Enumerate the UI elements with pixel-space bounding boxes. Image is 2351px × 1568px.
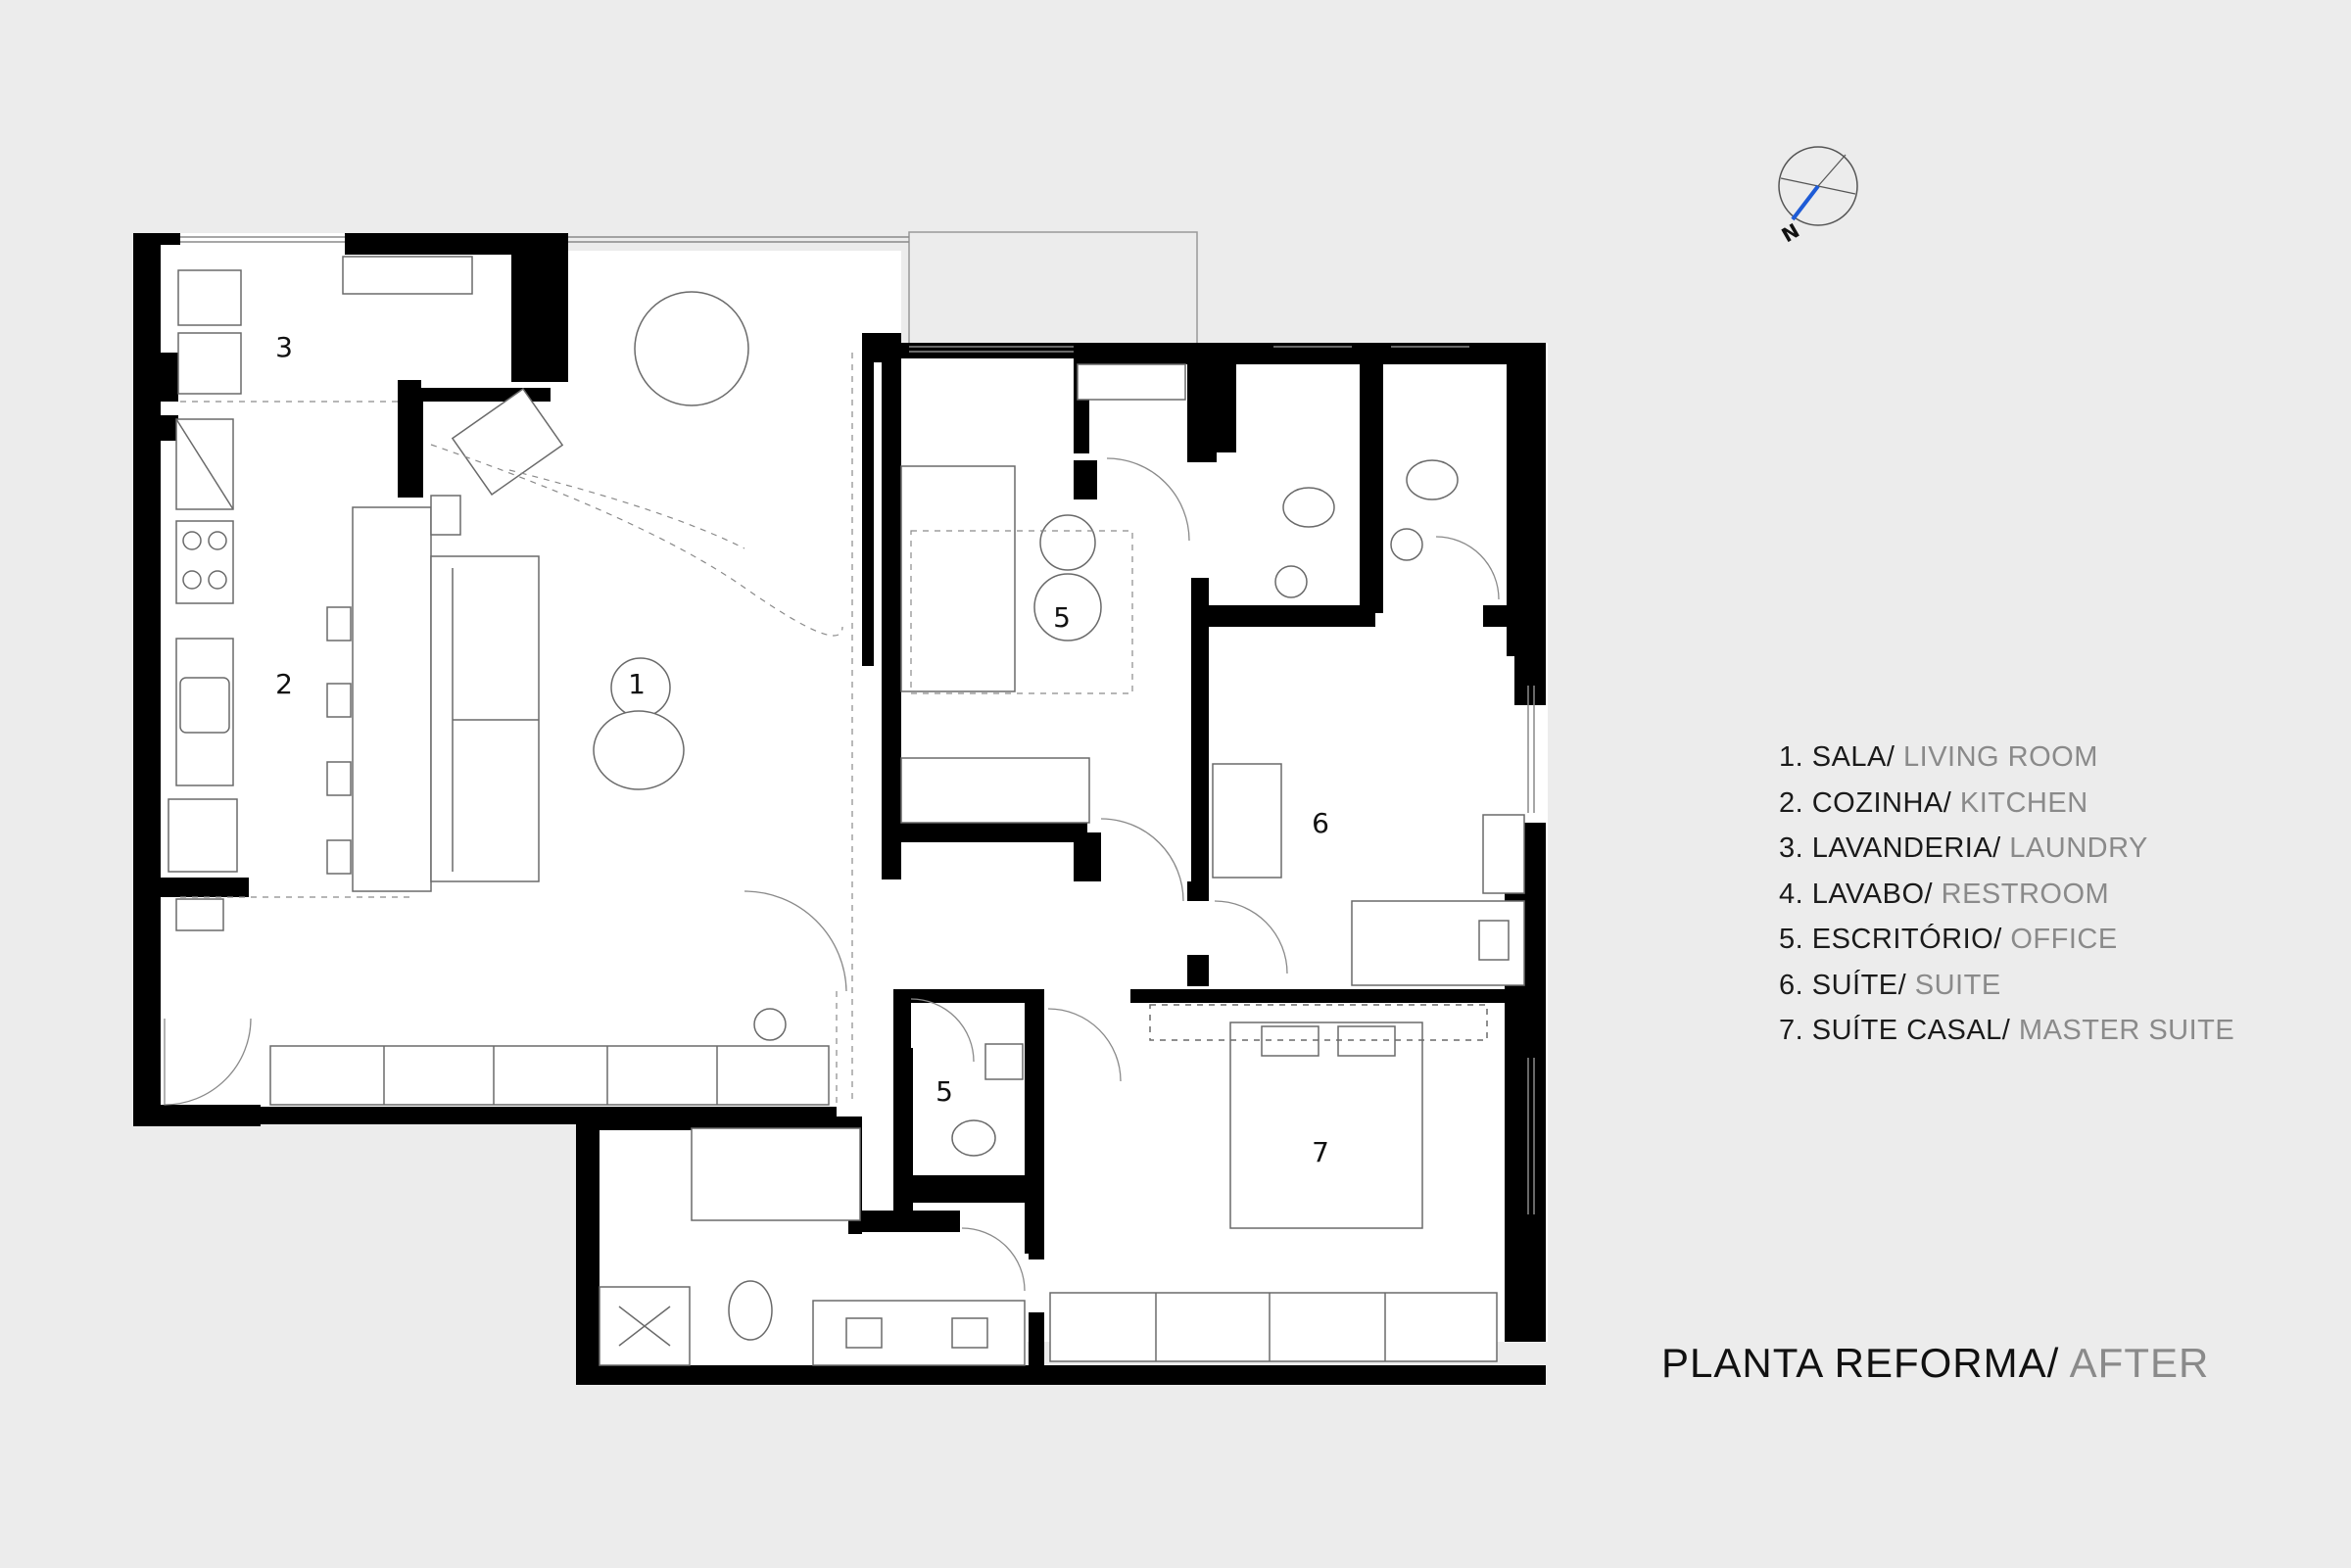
room-number-bath: 5: [936, 1075, 953, 1108]
office-rug: [910, 530, 1133, 694]
legend-item-en: KITCHEN: [1959, 786, 2088, 819]
suite-desk: [1212, 763, 1282, 879]
entry-door: [164, 1018, 252, 1106]
legend-item-pt: 3. LAVANDERIA/: [1779, 832, 2001, 864]
legend-item: 2. COZINHA/ KITCHEN: [1779, 781, 2234, 827]
wardrobe: [1049, 1292, 1498, 1362]
room-number-laundry: 3: [275, 331, 293, 363]
kitchen-sink: [179, 677, 230, 734]
laundry-sink: [177, 269, 242, 326]
stool: [326, 606, 352, 641]
counter: [175, 638, 234, 786]
room-number-master: 7: [1312, 1136, 1329, 1168]
sideboard: [269, 1045, 830, 1106]
office-desk: [900, 465, 1016, 692]
door-swings: [164, 457, 1500, 1292]
legend-item-en: OFFICE: [2010, 924, 2118, 955]
stool: [326, 761, 352, 796]
vanity: [812, 1300, 1026, 1366]
plan-title: PLANTA REFORMA/ AFTER: [1661, 1340, 2209, 1387]
dashed-lines: [180, 353, 1133, 1105]
oven: [168, 798, 238, 873]
double-bed: [1229, 1022, 1423, 1229]
legend-item-en: RESTROOM: [1941, 878, 2110, 910]
legend-item-pt: 1. SALA/: [1779, 741, 1895, 773]
cooktop: [175, 520, 234, 604]
laundry-cabinet: [342, 256, 473, 295]
windows: [180, 236, 1535, 1214]
washbasin: [984, 1043, 1024, 1080]
office-chair: [1033, 573, 1102, 641]
room-number-living: 1: [628, 668, 646, 700]
walls: [133, 233, 1546, 1385]
legend-item-en: LAUNDRY: [2009, 832, 2148, 864]
plan-title-en: AFTER: [2069, 1340, 2210, 1386]
legend-item-pt: 6. SUÍTE/: [1779, 969, 1907, 1001]
legend-item-pt: 7. SUÍTE CASAL/: [1779, 1015, 2011, 1046]
toilet: [1282, 487, 1335, 528]
wardrobe: [1482, 814, 1525, 894]
compass-needle: [1791, 184, 1820, 221]
sofa: [430, 555, 540, 882]
balcony-outline: [908, 231, 1198, 346]
legend-item-en: MASTER SUITE: [2018, 1015, 2235, 1046]
room-number-office: 5: [1053, 601, 1071, 634]
armchair: [451, 388, 564, 496]
side-table: [430, 495, 461, 536]
room-legend: 1. SALA/ LIVING ROOM 2. COZINHA/ KITCHEN…: [1779, 735, 2234, 1054]
cabinet: [175, 898, 224, 931]
legend-item-pt: 4. LAVABO/: [1779, 878, 1934, 910]
legend-item: 1. SALA/ LIVING ROOM: [1779, 735, 2234, 781]
dining-table: [634, 291, 749, 406]
washbasin: [951, 1317, 988, 1349]
shelf: [1077, 363, 1186, 401]
legend-item: 4. LAVABO/ RESTROOM: [1779, 872, 2234, 918]
legend-item: 6. SUÍTE/ SUITE: [1779, 963, 2234, 1009]
stool: [326, 683, 352, 718]
north-compass: N: [1778, 146, 1858, 247]
legend-item: 3. LAVANDERIA/ LAUNDRY: [1779, 826, 2234, 872]
legend-item: 5. ESCRITÓRIO/ OFFICE: [1779, 917, 2234, 963]
chair: [753, 1008, 787, 1041]
washbasin: [845, 1317, 883, 1349]
legend-item: 7. SUÍTE CASAL/ MASTER SUITE: [1779, 1008, 2234, 1054]
north-label: N: [1778, 218, 1804, 247]
toilet: [951, 1119, 996, 1157]
washbasin: [1390, 528, 1423, 561]
coffee-table: [593, 710, 685, 790]
shower: [599, 1286, 691, 1366]
legend-item-pt: 5. ESCRITÓRIO/: [1779, 924, 2002, 955]
compass-circle: [1778, 146, 1858, 226]
legend-item-en: SUITE: [1914, 969, 2001, 1001]
washer: [177, 332, 242, 395]
office-chair: [1039, 514, 1096, 571]
office-cabinet: [900, 757, 1090, 824]
toilet: [1406, 459, 1459, 500]
furniture: [168, 256, 1525, 1366]
stool: [326, 839, 352, 875]
plan-title-pt: PLANTA REFORMA/: [1661, 1340, 2060, 1386]
kitchen-island: [352, 506, 432, 892]
legend-item-en: LIVING ROOM: [1903, 741, 2098, 773]
toilet: [728, 1280, 773, 1341]
room-number-suite: 6: [1312, 807, 1329, 839]
bathtub: [691, 1127, 861, 1221]
legend-item-pt: 2. COZINHA/: [1779, 786, 1952, 819]
room-number-kitchen: 2: [275, 668, 293, 700]
washbasin: [1274, 565, 1308, 598]
